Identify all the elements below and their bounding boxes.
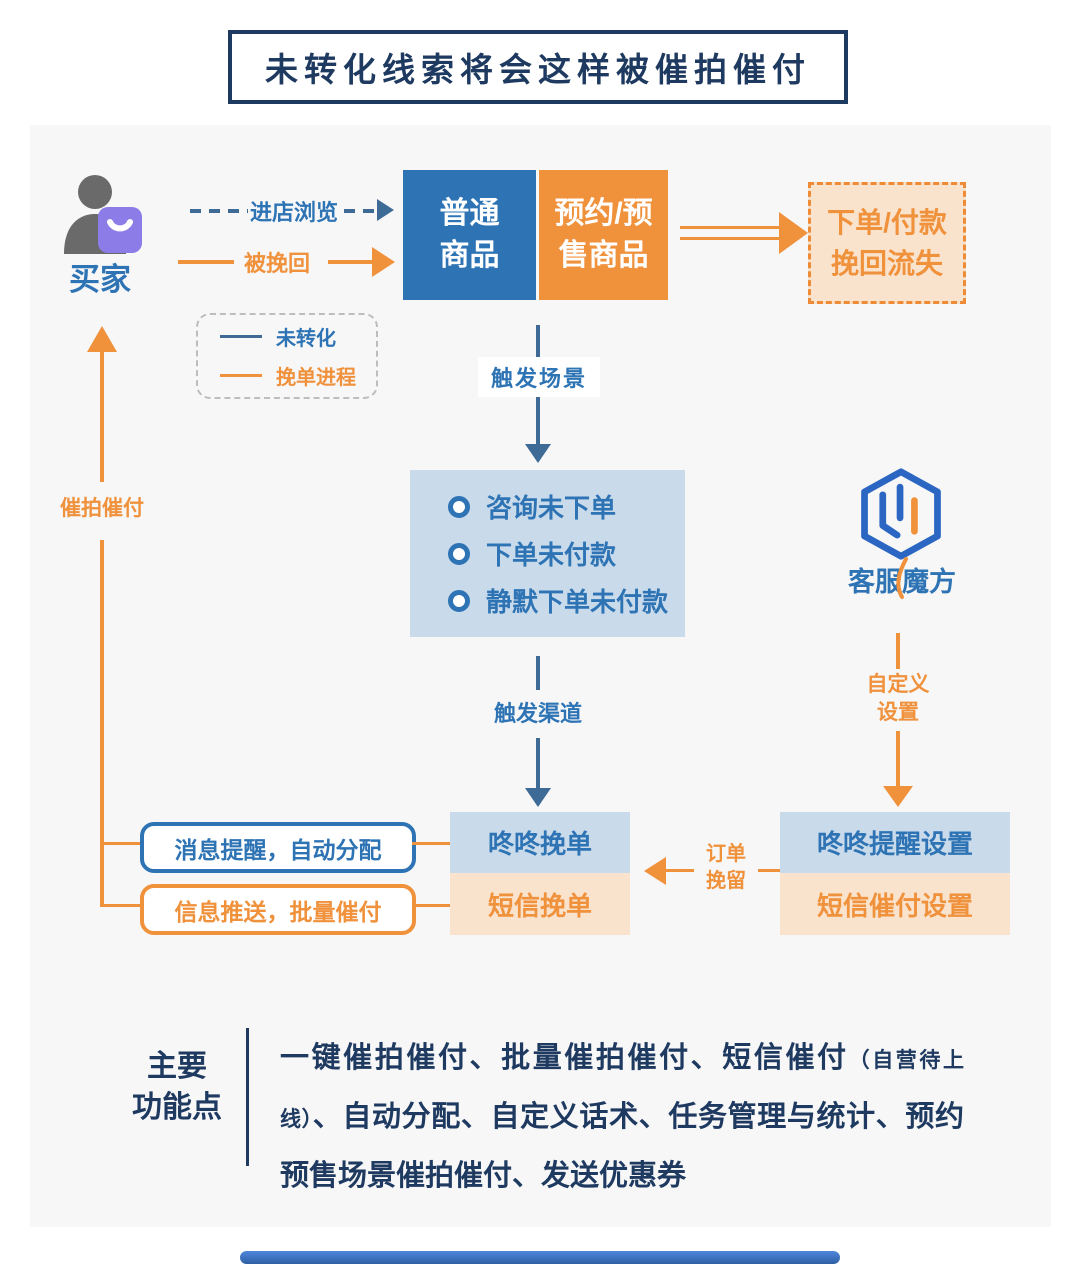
page-title: 未转化线索将会这样被催拍催付 <box>228 30 848 104</box>
urge-label: 催拍催付 <box>60 497 144 520</box>
normal-product-line1: 普通 <box>439 197 500 230</box>
legend-row-unconverted: 未转化 <box>220 322 376 351</box>
scenario-text: 咨询未下单 <box>486 493 617 523</box>
bullet-icon <box>448 495 470 518</box>
features-text: 一键催拍催付、批量催拍催付、短信催付（自营待上线）、自动分配、自定义话术、任务管… <box>280 1030 964 1204</box>
features-divider <box>246 1028 249 1166</box>
features-heading: 主要 功能点 <box>116 1046 238 1128</box>
message-push-pill: 信息推送，批量催付 <box>140 884 416 935</box>
trigger-channel-arrow-line <box>536 656 540 690</box>
bullet-icon <box>448 542 470 565</box>
double-arrow-line <box>680 226 780 229</box>
presale-product-line2: 售商品 <box>558 239 649 272</box>
recover-arrow-line <box>178 260 234 264</box>
presale-product-line1: 预约/预 <box>554 197 653 230</box>
trigger-channel-label: 触发渠道 <box>493 701 582 726</box>
sms-rescue-box: 短信挽单 <box>450 873 630 935</box>
custom-setting-arrow-line <box>896 633 900 669</box>
connector-line <box>102 904 140 907</box>
lost-box-line1: 下单/付款 <box>827 207 947 238</box>
double-arrowhead <box>779 212 808 254</box>
custom-setting-arrow-line <box>896 731 900 788</box>
order-retain-line2: 挽留 <box>706 870 746 892</box>
list-item: 咨询未下单 <box>448 488 685 525</box>
urge-arrow-line <box>100 540 104 907</box>
custom-setting-label: 自定义 设置 <box>854 671 942 727</box>
list-item: 静默下单未付款 <box>448 582 685 619</box>
legend-line-blue <box>220 335 262 338</box>
recover-arrow-label: 被挽回 <box>244 251 311 276</box>
scenario-text: 静默下单未付款 <box>486 587 669 617</box>
order-retain-label: 订单 挽留 <box>694 841 758 895</box>
lost-box-line2: 挽回流失 <box>830 248 943 279</box>
legend-label-unconverted: 未转化 <box>276 328 336 350</box>
browse-arrow-label: 进店浏览 <box>250 200 339 225</box>
trigger-scene-label: 触发场景 <box>478 357 600 397</box>
custom-setting-line1: 自定义 <box>866 673 930 696</box>
sms-urge-setting-box: 短信催付设置 <box>780 873 1010 935</box>
features-heading-line1: 主要 <box>147 1050 207 1083</box>
connector-line <box>412 842 450 845</box>
browse-arrowhead <box>377 199 394 221</box>
legend-label-rescue: 挽单进程 <box>276 367 356 389</box>
trigger-scene-arrowhead <box>525 444 551 463</box>
features-heading-line2: 功能点 <box>132 1091 222 1124</box>
kefu-mofang-logo-icon <box>861 468 941 560</box>
order-retain-line1: 订单 <box>706 843 746 865</box>
features-segment: 一键催拍催付、批量催拍催付、短信催付 <box>280 1042 849 1074</box>
order-pay-lost-box: 下单/付款 挽回流失 <box>808 182 966 304</box>
dongdong-rescue-box: 咚咚挽单 <box>450 812 630 873</box>
scenario-list-box: 咨询未下单 下单未付款 静默下单未付款 <box>410 470 685 637</box>
buyer-label: 买家 <box>69 262 131 297</box>
order-retain-arrowhead <box>644 857 666 885</box>
recover-arrowhead <box>372 247 395 277</box>
dongdong-remind-setting-box: 咚咚提醒设置 <box>780 812 1010 873</box>
order-retain-line <box>666 869 694 872</box>
urge-arrowhead <box>87 326 117 352</box>
custom-setting-arrowhead <box>883 786 913 807</box>
scenario-text: 下单未付款 <box>486 540 617 570</box>
normal-product-box: 普通 商品 <box>403 170 536 300</box>
legend-line-orange <box>220 374 262 377</box>
features-segment-small: （自营待上线） <box>280 1049 964 1131</box>
shopping-bag-icon <box>98 207 142 253</box>
normal-product-line2: 商品 <box>439 239 500 272</box>
double-arrow-line <box>680 237 780 240</box>
page-title-text: 未转化线索将会这样被催拍催付 <box>265 51 811 88</box>
urge-arrow-line <box>100 350 104 482</box>
browse-arrow-dash <box>190 209 248 213</box>
bottom-accent-bar <box>240 1251 840 1264</box>
presale-product-box: 预约/预 售商品 <box>539 170 668 300</box>
custom-setting-line2: 设置 <box>877 701 919 724</box>
connector-line <box>412 904 450 907</box>
list-item: 下单未付款 <box>448 535 685 572</box>
connector-line <box>102 842 140 845</box>
trigger-channel-arrow-line <box>536 738 540 790</box>
recover-arrow-line <box>328 260 374 264</box>
message-remind-pill: 消息提醒，自动分配 <box>140 822 416 873</box>
browse-arrow-dash <box>344 209 377 213</box>
bullet-icon <box>448 589 470 612</box>
features-segment: 、自动分配、自定义话术、任务管理与统计、预约预售场景催拍催付、发送优惠券 <box>280 1101 964 1192</box>
trigger-channel-arrowhead <box>525 788 551 807</box>
logo-orange-swoosh-icon <box>896 557 908 599</box>
legend-box: 未转化 挽单进程 <box>196 313 378 399</box>
order-retain-line <box>758 869 780 872</box>
diagram-panel <box>30 125 1051 1227</box>
legend-row-rescue: 挽单进程 <box>220 361 376 390</box>
